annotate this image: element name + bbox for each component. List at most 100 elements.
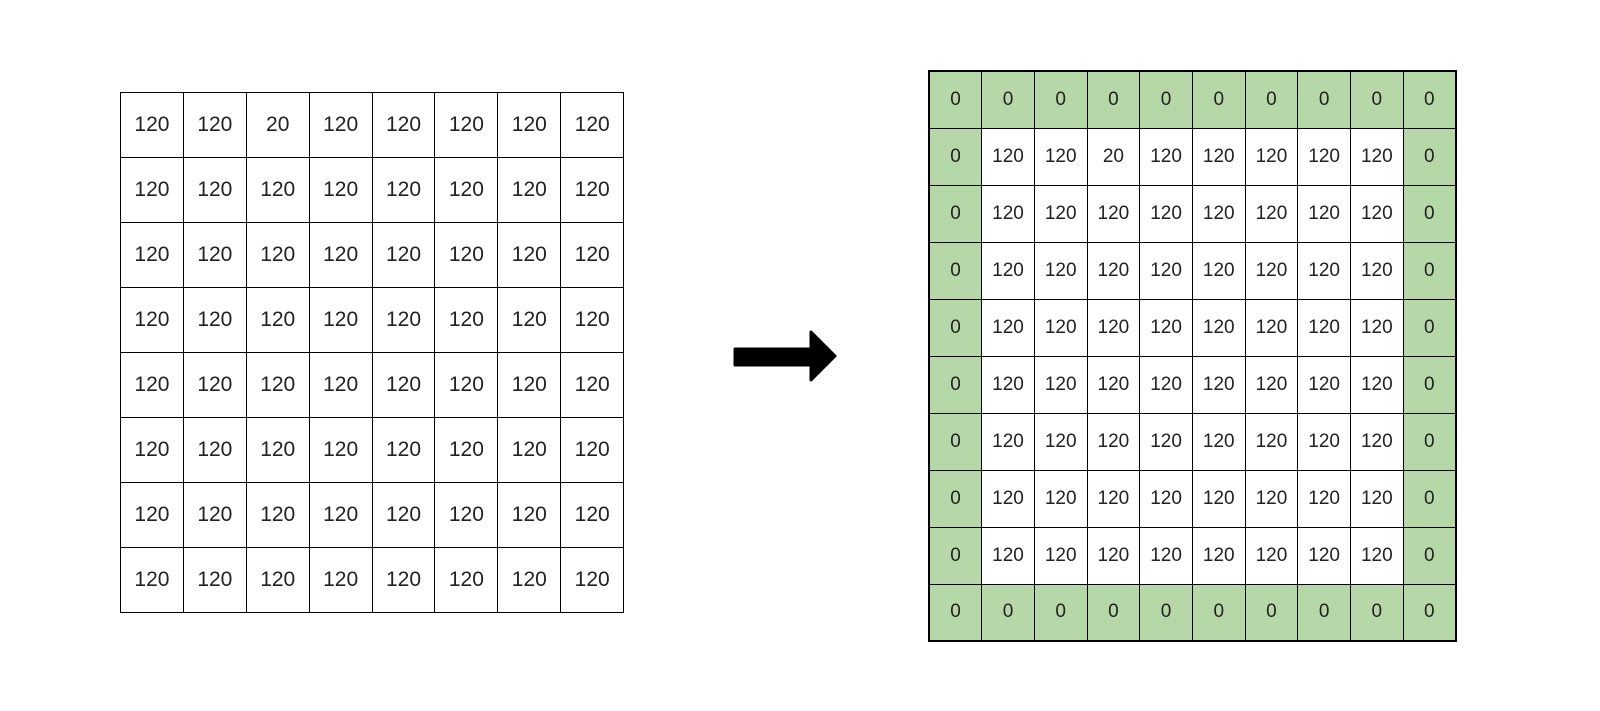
matrix-cell: 0 xyxy=(1244,70,1299,129)
matrix-cell: 0 xyxy=(928,412,983,471)
matrix-cell: 120 xyxy=(1191,298,1246,357)
matrix-cell: 120 xyxy=(1086,526,1141,585)
matrix-cell: 0 xyxy=(928,469,983,528)
matrix-cell: 120 xyxy=(1297,127,1351,186)
matrix-cell: 0 xyxy=(1086,70,1141,129)
matrix-cell: 120 xyxy=(120,287,184,353)
matrix-cell: 120 xyxy=(560,352,625,418)
matrix-cell: 120 xyxy=(182,547,247,613)
matrix-cell: 120 xyxy=(1350,526,1404,585)
matrix-cell: 0 xyxy=(1086,583,1141,642)
matrix-cell: 120 xyxy=(1297,184,1351,243)
matrix-cell: 120 xyxy=(434,157,499,223)
matrix-cell: 120 xyxy=(245,482,310,548)
matrix-cell: 120 xyxy=(1033,526,1088,585)
matrix-cell: 120 xyxy=(182,222,247,288)
matrix-cell: 120 xyxy=(434,547,499,613)
matrix-cell: 120 xyxy=(182,287,247,353)
matrix-cell: 120 xyxy=(560,157,625,223)
matrix-cell: 0 xyxy=(1033,70,1088,129)
matrix-cell: 120 xyxy=(1086,241,1141,300)
matrix-cell: 120 xyxy=(1033,412,1088,471)
matrix-cell: 120 xyxy=(434,222,499,288)
matrix-cell: 120 xyxy=(308,287,373,353)
matrix-cell: 120 xyxy=(1033,127,1088,186)
matrix-cell: 0 xyxy=(1402,298,1457,357)
matrix-cell: 120 xyxy=(1139,184,1193,243)
matrix-cell: 120 xyxy=(1033,355,1088,414)
matrix-cell: 120 xyxy=(182,92,247,158)
matrix-cell: 120 xyxy=(560,222,625,288)
matrix-cell: 120 xyxy=(1244,127,1299,186)
matrix-cell: 120 xyxy=(120,417,184,483)
matrix-cell: 120 xyxy=(1139,298,1193,357)
matrix-cell: 120 xyxy=(1297,526,1351,585)
matrix-cell: 120 xyxy=(1244,469,1299,528)
matrix-cell: 120 xyxy=(1139,241,1193,300)
matrix-cell: 0 xyxy=(1402,241,1457,300)
matrix-cell: 120 xyxy=(560,547,625,613)
matrix-cell: 120 xyxy=(182,482,247,548)
matrix-cell: 0 xyxy=(928,184,983,243)
matrix-cell: 0 xyxy=(1191,70,1246,129)
matrix-cell: 120 xyxy=(308,417,373,483)
matrix-cell: 120 xyxy=(981,241,1035,300)
matrix-cell: 120 xyxy=(1350,298,1404,357)
matrix-cell: 0 xyxy=(1350,583,1404,642)
matrix-cell: 120 xyxy=(981,412,1035,471)
matrix-cell: 120 xyxy=(1191,127,1246,186)
matrix-cell: 0 xyxy=(1244,583,1299,642)
matrix-cell: 120 xyxy=(1086,184,1141,243)
matrix-cell: 120 xyxy=(1139,355,1193,414)
matrix-cell: 120 xyxy=(1244,184,1299,243)
matrix-cell: 120 xyxy=(497,547,562,613)
matrix-cell: 120 xyxy=(120,547,184,613)
matrix-cell: 0 xyxy=(1297,70,1351,129)
matrix-cell: 0 xyxy=(928,583,983,642)
matrix-cell: 120 xyxy=(1191,526,1246,585)
matrix-cell: 120 xyxy=(371,547,436,613)
matrix-cell: 0 xyxy=(1402,184,1457,243)
matrix-cell: 120 xyxy=(981,298,1035,357)
matrix-cell: 120 xyxy=(308,157,373,223)
matrix-cell: 120 xyxy=(182,157,247,223)
matrix-cell: 120 xyxy=(308,352,373,418)
matrix-cell: 120 xyxy=(120,482,184,548)
matrix-cell: 120 xyxy=(308,482,373,548)
matrix-cell: 20 xyxy=(245,92,310,158)
matrix-cell: 120 xyxy=(371,222,436,288)
matrix-cell: 120 xyxy=(308,92,373,158)
matrix-cell: 120 xyxy=(497,222,562,288)
matrix-cell: 0 xyxy=(928,355,983,414)
matrix-cell: 120 xyxy=(182,352,247,418)
matrix-cell: 120 xyxy=(1244,355,1299,414)
matrix-cell: 120 xyxy=(245,352,310,418)
matrix-cell: 120 xyxy=(1297,469,1351,528)
matrix-cell: 120 xyxy=(560,417,625,483)
matrix-cell: 120 xyxy=(1033,241,1088,300)
matrix-cell: 120 xyxy=(182,417,247,483)
matrix-cell: 120 xyxy=(1086,412,1141,471)
matrix-cell: 120 xyxy=(1191,412,1246,471)
matrix-cell: 120 xyxy=(497,352,562,418)
matrix-cell: 120 xyxy=(560,287,625,353)
matrix-cell: 120 xyxy=(1033,298,1088,357)
matrix-cell: 0 xyxy=(1402,469,1457,528)
matrix-cell: 120 xyxy=(1244,526,1299,585)
matrix-cell: 120 xyxy=(1350,127,1404,186)
matrix-cell: 120 xyxy=(1139,526,1193,585)
matrix-cell: 120 xyxy=(245,157,310,223)
matrix-cell: 0 xyxy=(1350,70,1404,129)
matrix-cell: 120 xyxy=(1139,412,1193,471)
